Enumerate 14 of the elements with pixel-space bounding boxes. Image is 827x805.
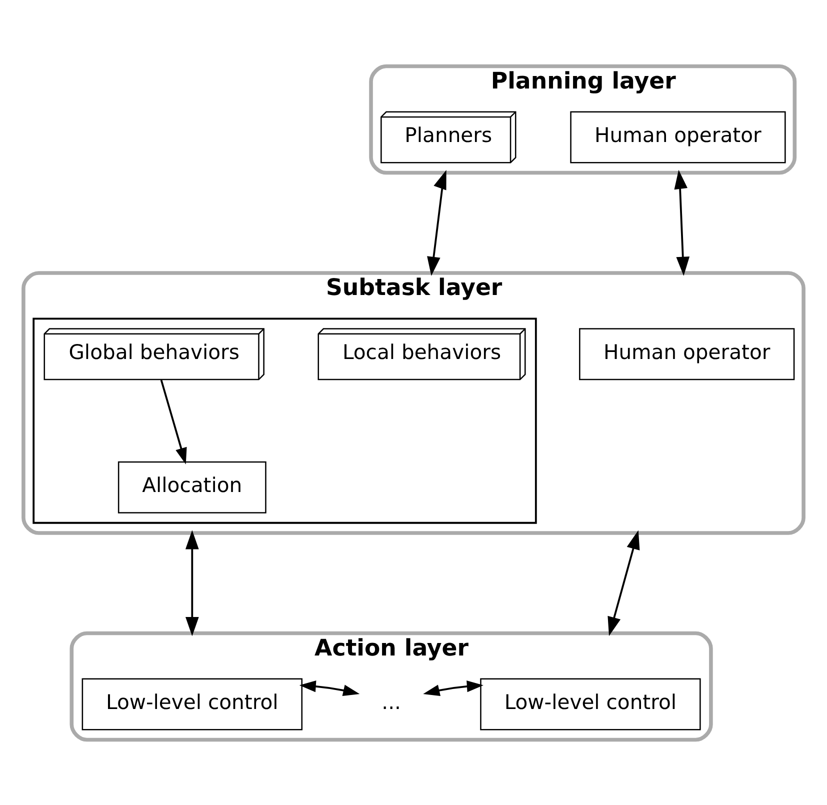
node-box: Human operator [570,110,786,163]
node-box: Human operator [579,328,795,380]
arrow [674,169,690,276]
cluster [32,317,537,524]
arrow [160,379,187,464]
node-box: Low-level control [82,678,302,730]
arrow [423,680,484,696]
arrow [608,530,640,636]
node-box: Allocation [118,460,266,513]
node-box: Low-level control [480,678,701,730]
node-text: ... [382,690,401,714]
arrow [299,680,360,696]
arrow [427,170,446,276]
arrow [185,530,199,636]
